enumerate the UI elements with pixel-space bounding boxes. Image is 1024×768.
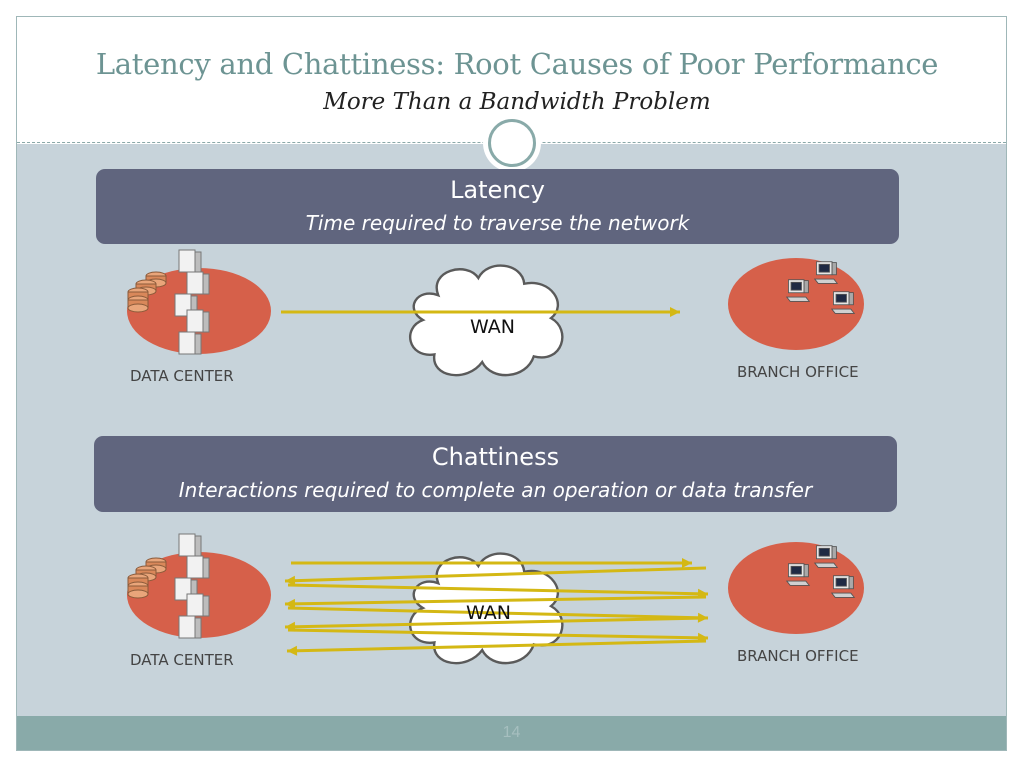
desktop-computer-icon bbox=[831, 291, 855, 314]
chattiness-arrow-line bbox=[287, 628, 709, 640]
wan-label: WAN bbox=[470, 316, 515, 338]
slide-title: Latency and Chattiness: Root Causes of P… bbox=[95, 47, 939, 81]
latency-arrow-line-head bbox=[670, 307, 680, 317]
chattiness-arrow-line bbox=[287, 606, 709, 620]
chattiness-arrow-line bbox=[284, 616, 707, 629]
latency-arrow bbox=[281, 307, 680, 317]
chattiness-arrow-line bbox=[287, 583, 709, 596]
footer: 14 bbox=[17, 716, 1006, 750]
data-center-label: DATA CENTER bbox=[130, 651, 234, 669]
desktop-computer-icon bbox=[831, 575, 855, 598]
latency-banner: Latency Time required to traverse the ne… bbox=[96, 169, 899, 244]
slide-subtitle: More Than a Bandwidth Problem bbox=[323, 89, 711, 115]
branch-office-label: BRANCH OFFICE bbox=[737, 647, 859, 665]
medallion-icon bbox=[483, 114, 541, 172]
chattiness-arrow-line-head bbox=[682, 558, 692, 568]
latency-heading: Latency bbox=[450, 176, 545, 204]
data-center-label: DATA CENTER bbox=[130, 367, 234, 385]
chattiness-arrow-line bbox=[284, 566, 707, 583]
chattiness-arrow-line bbox=[286, 639, 707, 653]
chattiness-heading: Chattiness bbox=[431, 443, 560, 471]
desktop-computer-icon bbox=[786, 279, 810, 302]
desktop-computer-icon bbox=[786, 563, 810, 586]
branch-office-label: BRANCH OFFICE bbox=[737, 363, 859, 381]
page-number: 14 bbox=[502, 724, 521, 741]
chattiness-description: Interactions required to complete an ope… bbox=[178, 478, 813, 502]
desktop-computer-icon bbox=[814, 261, 838, 284]
chattiness-arrow-line-head bbox=[285, 575, 296, 586]
chattiness-arrow-line-head bbox=[287, 645, 298, 656]
desktop-computer-icon bbox=[814, 545, 838, 568]
chattiness-arrow-line bbox=[284, 595, 707, 606]
chattiness-arrows bbox=[284, 558, 709, 656]
wan-label: WAN bbox=[466, 602, 511, 624]
chattiness-arrow-line-head bbox=[285, 598, 296, 609]
chattiness-banner: Chattiness Interactions required to comp… bbox=[94, 436, 897, 512]
latency-description: Time required to traverse the network bbox=[305, 211, 690, 235]
